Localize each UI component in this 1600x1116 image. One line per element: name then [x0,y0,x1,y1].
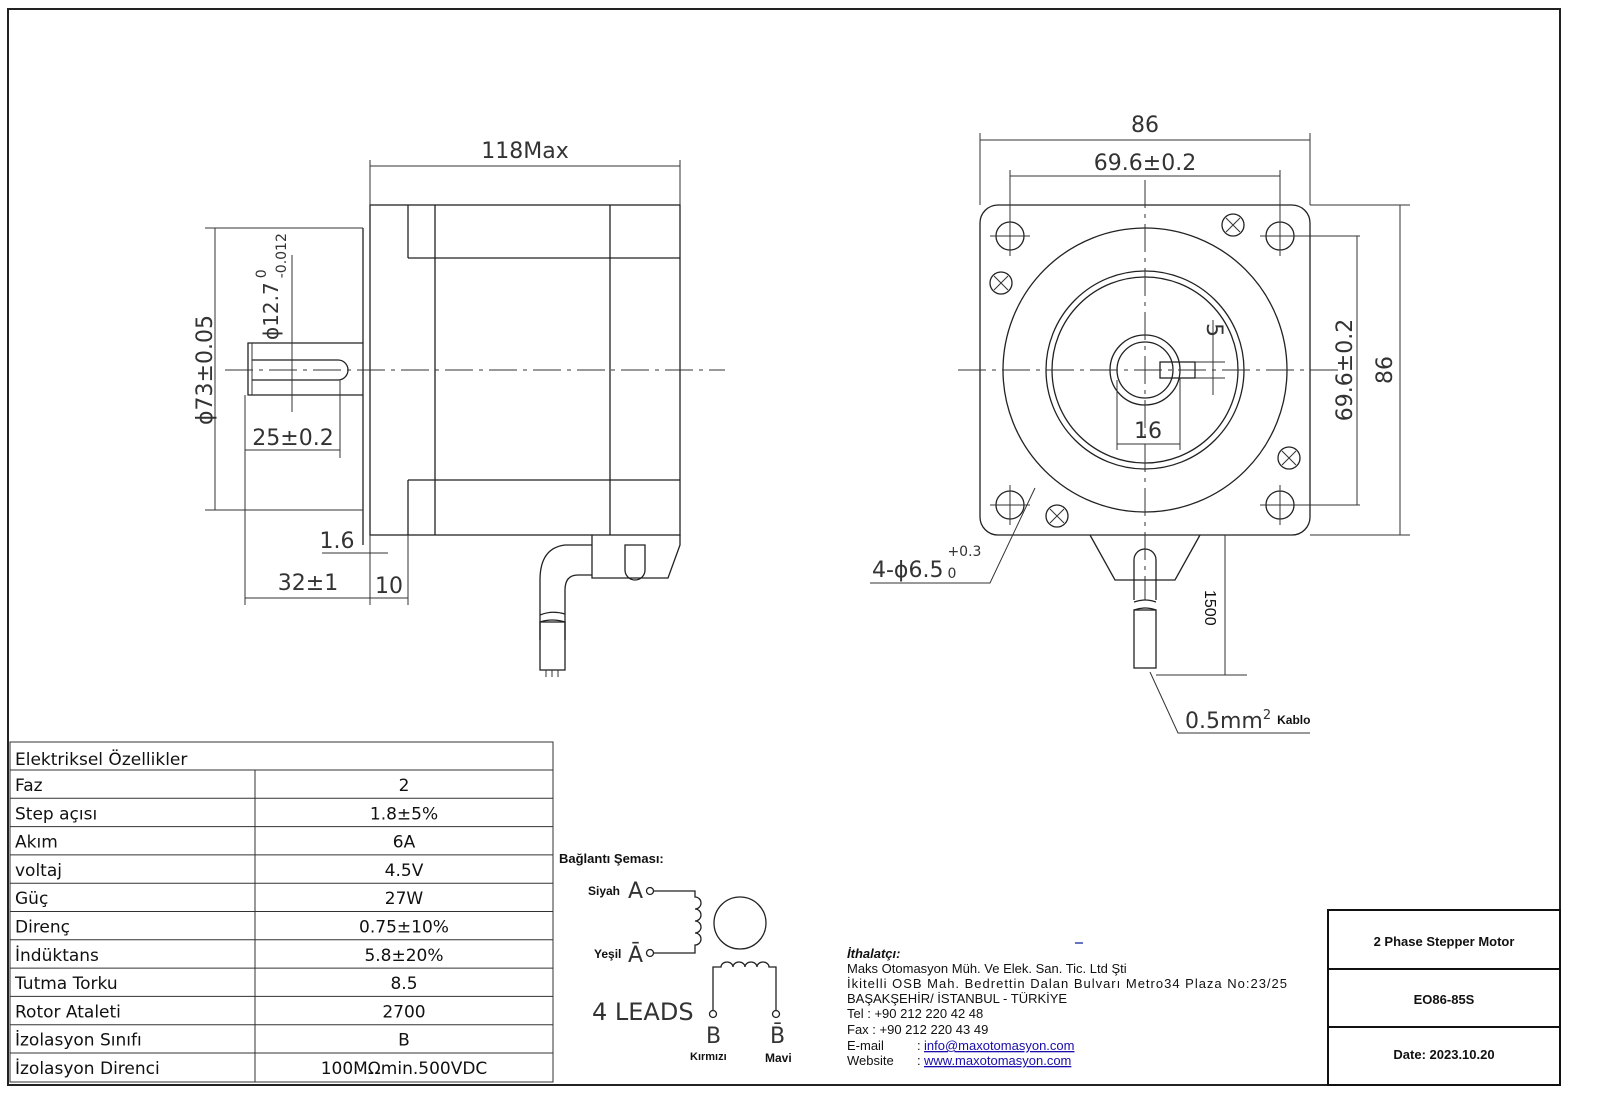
table-row: Faz 2 [15,776,409,796]
terminal-a-bar: Ā [628,943,643,968]
dim-pilot-height: 1.6 [320,529,355,554]
wiring-title: Bağlantı Şeması: [559,851,664,866]
dim-cable-length: 1500 [1201,590,1218,626]
spec-label: Direnç [15,918,70,938]
wire-color-a: Siyah [588,884,620,898]
dim-shaft-tol-lower: -0.012 [274,233,290,278]
importer-company: Maks Otomasyon Müh. Ve Elek. San. Tic. L… [847,961,1127,976]
importer-website-label: Website [847,1053,894,1068]
table-row: voltaj 4.5V [10,854,553,881]
importer-website-link[interactable]: www.maxotomasyon.com [923,1053,1071,1068]
dim-shaft-tol-upper: 0 [254,269,270,278]
table-row: Rotor Ataleti 2700 [10,995,553,1022]
dim-hole-spacing-v: 69.6±0.2 [1333,319,1358,421]
table-row: Direnç 0.75±10% [10,911,553,938]
front-view: 86 69.6±0.2 69.6±0.2 86 5 16 4-ϕ6.5 +0.3… [870,113,1410,734]
spec-label: Step açısı [15,804,97,824]
table-row: Akım 6A [10,826,553,853]
spec-label: İndüktans [15,945,99,966]
dim-flat-depth: 16 [1134,419,1162,444]
terminal-b: B [706,1024,721,1049]
wire-color-b: Kırmızı [690,1051,727,1063]
spec-label: Rotor Ataleti [15,1002,121,1022]
spec-label: Akım [15,833,58,853]
importer-address-1: İkitelli OSB Mah. Bedrettin Dalan Bulvar… [847,976,1287,991]
spec-label: Güç [15,889,48,909]
dim-flange-thickness: 10 [375,574,403,599]
svg-text::: : [917,1053,921,1068]
importer-heading: İthalatçı: [847,946,900,961]
spec-label: Tutma Torku [14,974,118,994]
product-name: 2 Phase Stepper Motor [1374,934,1515,949]
dim-length: 118Max [481,139,568,164]
dim-key-length: 25±0.2 [252,426,333,451]
drawing-date: Date: 2023.10.20 [1393,1047,1494,1062]
table-row: İzolasyon Sınıfı B [10,1024,553,1051]
importer-address-2: BAŞAKŞEHİR/ İSTANBUL - TÜRKİYE [847,991,1067,1006]
spec-value: 6A [393,833,416,853]
table-row: İzolasyon Direnci 100MΩmin.500VDC [10,1052,553,1079]
importer-tel: Tel : +90 212 220 42 48 [847,1006,983,1021]
dim-shaft-length: 32±1 [278,571,338,596]
terminal-b-bar: B̄ [770,1023,785,1049]
product-model: EO86-85S [1414,992,1475,1007]
dim-height: 86 [1373,356,1398,384]
cable-label: Kablo [1277,713,1310,727]
spec-value: 0.75±10% [359,918,449,938]
table-row: İndüktans 5.8±20% [10,939,553,966]
spec-label: İzolasyon Sınıfı [15,1030,142,1051]
spec-label: voltaj [15,861,62,881]
importer-fax: Fax : +90 212 220 43 49 [847,1022,988,1037]
dim-shaft-diameter: ϕ12.7 [259,282,283,340]
spec-value: 2 [399,776,410,796]
importer-info: İthalatçı: Maks Otomasyon Müh. Ve Elek. … [847,942,1287,1068]
screw-icons [989,213,1301,528]
spec-label: İzolasyon Direnci [15,1058,160,1079]
svg-text::: : [917,1038,921,1053]
terminal-a: A [628,879,643,904]
spec-value: 2700 [382,1002,425,1022]
wiring-diagram: Bağlantı Şeması: Siyah A Yeşil Ā B B̄ Kı… [559,851,792,1065]
dim-holes-tol-upper: +0.3 [947,544,981,560]
importer-email-label: E-mail [847,1038,884,1053]
sheet-border [7,8,1561,1086]
dim-pilot-diameter: ϕ73±0.05 [193,315,218,425]
table-row: Güç 27W [10,882,553,909]
dim-key-width: 5 [1201,323,1226,337]
dim-cable-size: 0.5mm2 [1185,708,1271,734]
importer-email-link[interactable]: info@maxotomasyon.com [924,1038,1074,1053]
spec-value: 1.8±5% [370,804,438,824]
spec-value: 100MΩmin.500VDC [321,1059,488,1079]
dim-holes-tol-lower: 0 [947,566,956,582]
dim-hole-spacing-h: 69.6±0.2 [1094,151,1196,176]
spec-table-title: Elektriksel Özellikler [15,748,187,770]
table-row: Tutma Torku 8.5 [10,967,553,994]
dim-width: 86 [1131,113,1159,138]
title-block: 2 Phase Stepper Motor EO86-85S Date: 202… [1327,909,1561,1086]
leads-count: 4 LEADS [592,998,694,1026]
spec-value: 8.5 [390,974,417,994]
spec-value: 4.5V [385,861,424,881]
spec-value: B [398,1031,410,1051]
spec-value: 27W [385,889,424,909]
wire-color-a-bar: Yeşil [594,947,621,961]
spec-value: 5.8±20% [364,946,443,966]
dim-holes: 4-ϕ6.5 [872,558,943,583]
table-row: Step açısı 1.8±5% [10,797,553,824]
side-view: 118Max ϕ73±0.05 ϕ12.7 0 -0.012 25±0.2 1.… [193,139,725,677]
wire-color-b-bar: Mavi [765,1051,792,1065]
spec-label: Faz [15,776,43,796]
